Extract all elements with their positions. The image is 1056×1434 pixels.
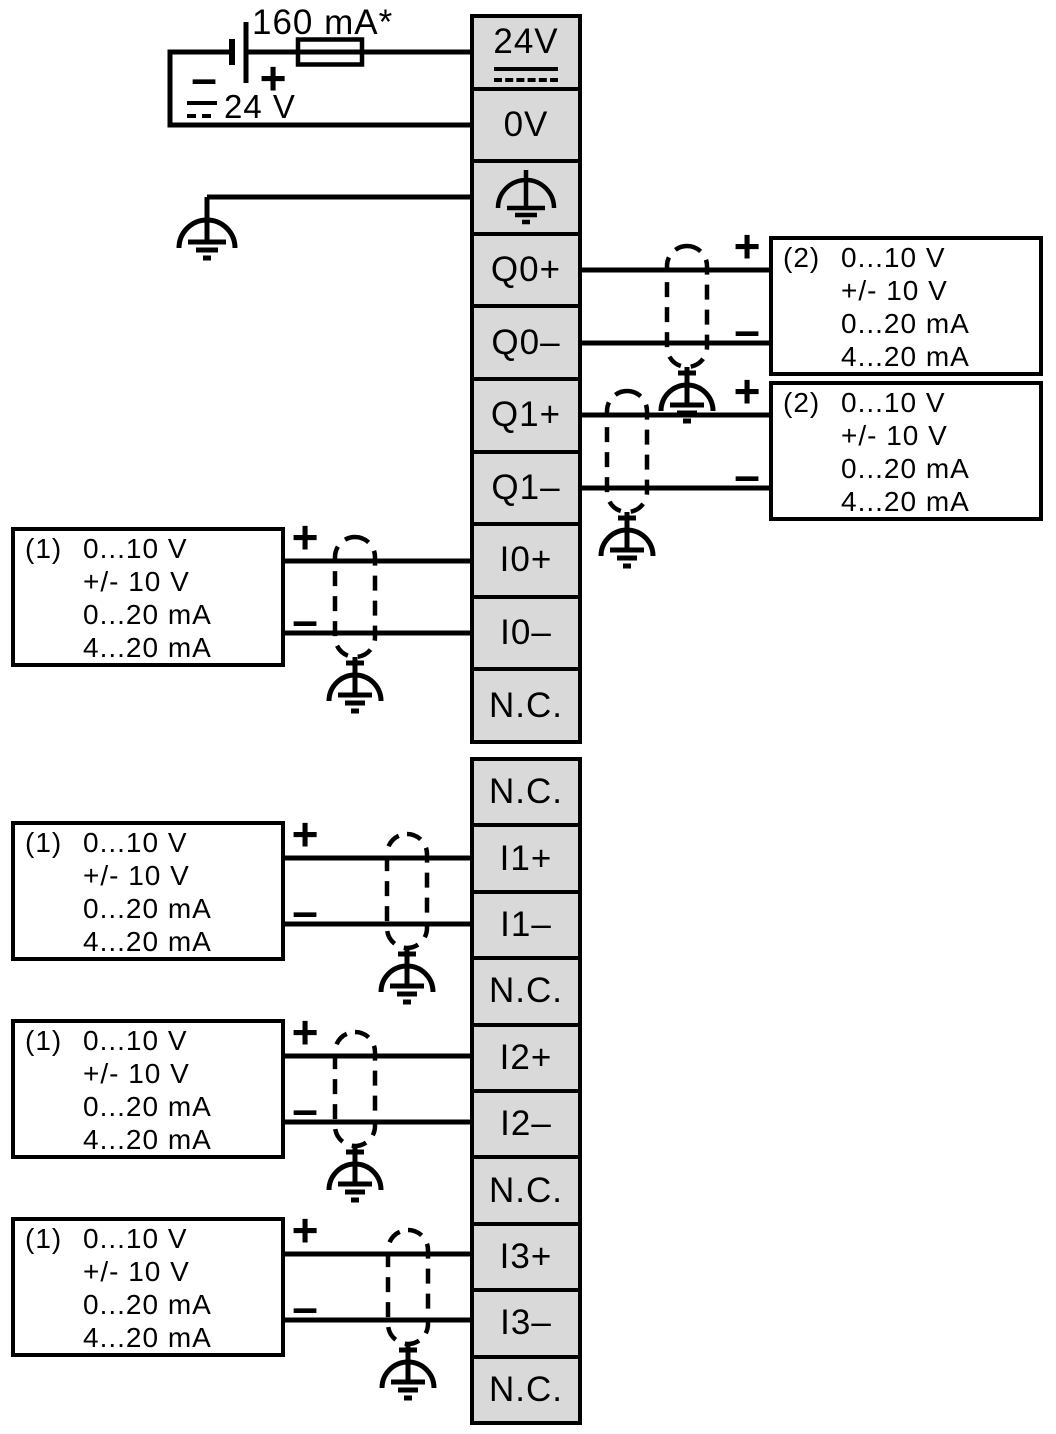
signal-range: 4...20 mA <box>83 1322 212 1353</box>
battery-minus-sign: – <box>191 52 217 104</box>
terminal-i3-plus: I3+ <box>474 1226 578 1293</box>
q0-cable-shield-capsule <box>664 243 710 370</box>
terminal-block-bottom: N.C. I1+ I1– N.C. I2+ I2– N.C. I3+ I3– N… <box>470 757 582 1425</box>
terminal-nc-4: N.C. <box>489 1369 563 1409</box>
signal-range: 0...20 mA <box>83 893 212 924</box>
signal-range: +/- 10 V <box>841 420 948 451</box>
terminal-nc-2: N.C. <box>474 960 578 1027</box>
q1-shield-earth-icon <box>601 512 653 566</box>
q1-minus-sign: – <box>734 449 760 501</box>
signal-box-ref: (1) <box>25 1025 63 1056</box>
i0-cable-shield-capsule <box>332 534 378 660</box>
i2-minus-sign: – <box>292 1083 318 1135</box>
signal-box-ref: (1) <box>25 533 63 564</box>
i0-shield-earth-icon <box>329 657 381 711</box>
signal-box-i1: (1) 0...10 V +/- 10 V 0...20 mA 4...20 m… <box>11 821 285 961</box>
q1-cable-shield-capsule <box>604 388 650 515</box>
terminal-i1-plus: I1+ <box>474 827 578 894</box>
terminal-i0-minus: I0– <box>474 599 578 672</box>
i3-minus-sign: – <box>292 1281 318 1333</box>
q0-plus-sign: + <box>733 220 761 272</box>
terminal-q0-plus: Q0+ <box>474 236 578 309</box>
terminal-i3-minus: I3– <box>474 1292 578 1359</box>
signal-range: 4...20 mA <box>841 486 970 517</box>
signal-range: 4...20 mA <box>83 926 212 957</box>
signal-box-i3: (1) 0...10 V +/- 10 V 0...20 mA 4...20 m… <box>11 1217 285 1357</box>
terminal-i2-plus: I2+ <box>474 1027 578 1094</box>
signal-box-ref: (2) <box>783 242 821 273</box>
signal-range: +/- 10 V <box>83 860 190 891</box>
signal-range: 0...20 mA <box>841 308 970 339</box>
signal-box-i2: (1) 0...10 V +/- 10 V 0...20 mA 4...20 m… <box>11 1019 285 1159</box>
signal-range: 0...10 V <box>83 533 188 564</box>
protective-earth-icon <box>179 197 235 258</box>
signal-box-q0: (2) 0...10 V +/- 10 V 0...20 mA 4...20 m… <box>769 236 1043 376</box>
fuse-rating-label: 160 mA* <box>252 3 394 42</box>
terminal-24v: 24V <box>474 18 578 91</box>
signal-range: 0...20 mA <box>83 599 212 630</box>
signal-box-i0: (1) 0...10 V +/- 10 V 0...20 mA 4...20 m… <box>11 527 285 667</box>
i2-plus-sign: + <box>291 1006 319 1058</box>
signal-range: +/- 10 V <box>83 1256 190 1287</box>
i0-plus-sign: + <box>291 511 319 563</box>
terminal-label: 24V <box>493 22 559 62</box>
dc-symbol-solid <box>494 67 558 72</box>
terminal-nc-0: N.C. <box>489 685 563 725</box>
signal-box-q1: (2) 0...10 V +/- 10 V 0...20 mA 4...20 m… <box>769 381 1043 521</box>
q0-minus-sign: – <box>734 304 760 356</box>
terminal-i1-minus: I1– <box>474 894 578 961</box>
terminal-block-top: 24V 0V Q0+ Q0– Q1+ Q1– I0+ I0– N.C. <box>470 14 582 744</box>
q1-plus-sign: + <box>733 365 761 417</box>
signal-range: 0...20 mA <box>83 1091 212 1122</box>
terminal-i2-minus: I2– <box>474 1093 578 1160</box>
signal-range: 0...10 V <box>83 1223 188 1254</box>
i0-minus-sign: – <box>292 594 318 646</box>
signal-range: 4...20 mA <box>841 341 970 372</box>
terminal-nc-1: N.C. <box>474 761 578 828</box>
signal-range: 0...20 mA <box>841 453 970 484</box>
terminal-0v: 0V <box>474 91 578 164</box>
supply-voltage-label: 24 V <box>224 88 296 125</box>
i2-cable-shield-capsule <box>332 1029 378 1149</box>
signal-box-ref: (2) <box>783 387 821 418</box>
functional-earth-icon <box>495 170 557 225</box>
signal-range: 0...20 mA <box>83 1289 212 1320</box>
signal-range: 0...10 V <box>83 827 188 858</box>
i3-plus-sign: + <box>291 1204 319 1256</box>
battery-plus-sign: + <box>259 52 287 104</box>
i3-cable-shield-capsule <box>385 1227 431 1347</box>
signal-range: +/- 10 V <box>83 1058 190 1089</box>
terminal-nc-3: N.C. <box>474 1159 578 1226</box>
terminal-q0-minus: Q0– <box>474 308 578 381</box>
i1-plus-sign: + <box>291 808 319 860</box>
signal-range: 0...10 V <box>841 387 946 418</box>
i1-cable-shield-capsule <box>384 831 430 951</box>
signal-box-ref: (1) <box>25 1223 63 1254</box>
i3-shield-earth-icon <box>382 1344 434 1398</box>
fuse-icon <box>295 37 365 67</box>
signal-range: 4...20 mA <box>83 632 212 663</box>
i1-shield-earth-icon <box>381 948 433 1002</box>
terminal-24v-content: 24V <box>493 22 559 83</box>
i1-minus-sign: – <box>292 885 318 937</box>
i2-shield-earth-icon <box>329 1146 381 1200</box>
signal-range: 0...10 V <box>841 242 946 273</box>
signal-box-ref: (1) <box>25 827 63 858</box>
signal-range: +/- 10 V <box>83 566 190 597</box>
terminal-earth <box>474 163 578 236</box>
terminal-i0-plus: I0+ <box>474 526 578 599</box>
terminal-q1-minus: Q1– <box>474 454 578 527</box>
signal-range: +/- 10 V <box>841 275 948 306</box>
terminal-q1-plus: Q1+ <box>474 381 578 454</box>
dc-symbol-dashed <box>494 78 558 83</box>
signal-range: 4...20 mA <box>83 1124 212 1155</box>
wire-0v <box>167 49 470 128</box>
signal-range: 0...10 V <box>83 1025 188 1056</box>
